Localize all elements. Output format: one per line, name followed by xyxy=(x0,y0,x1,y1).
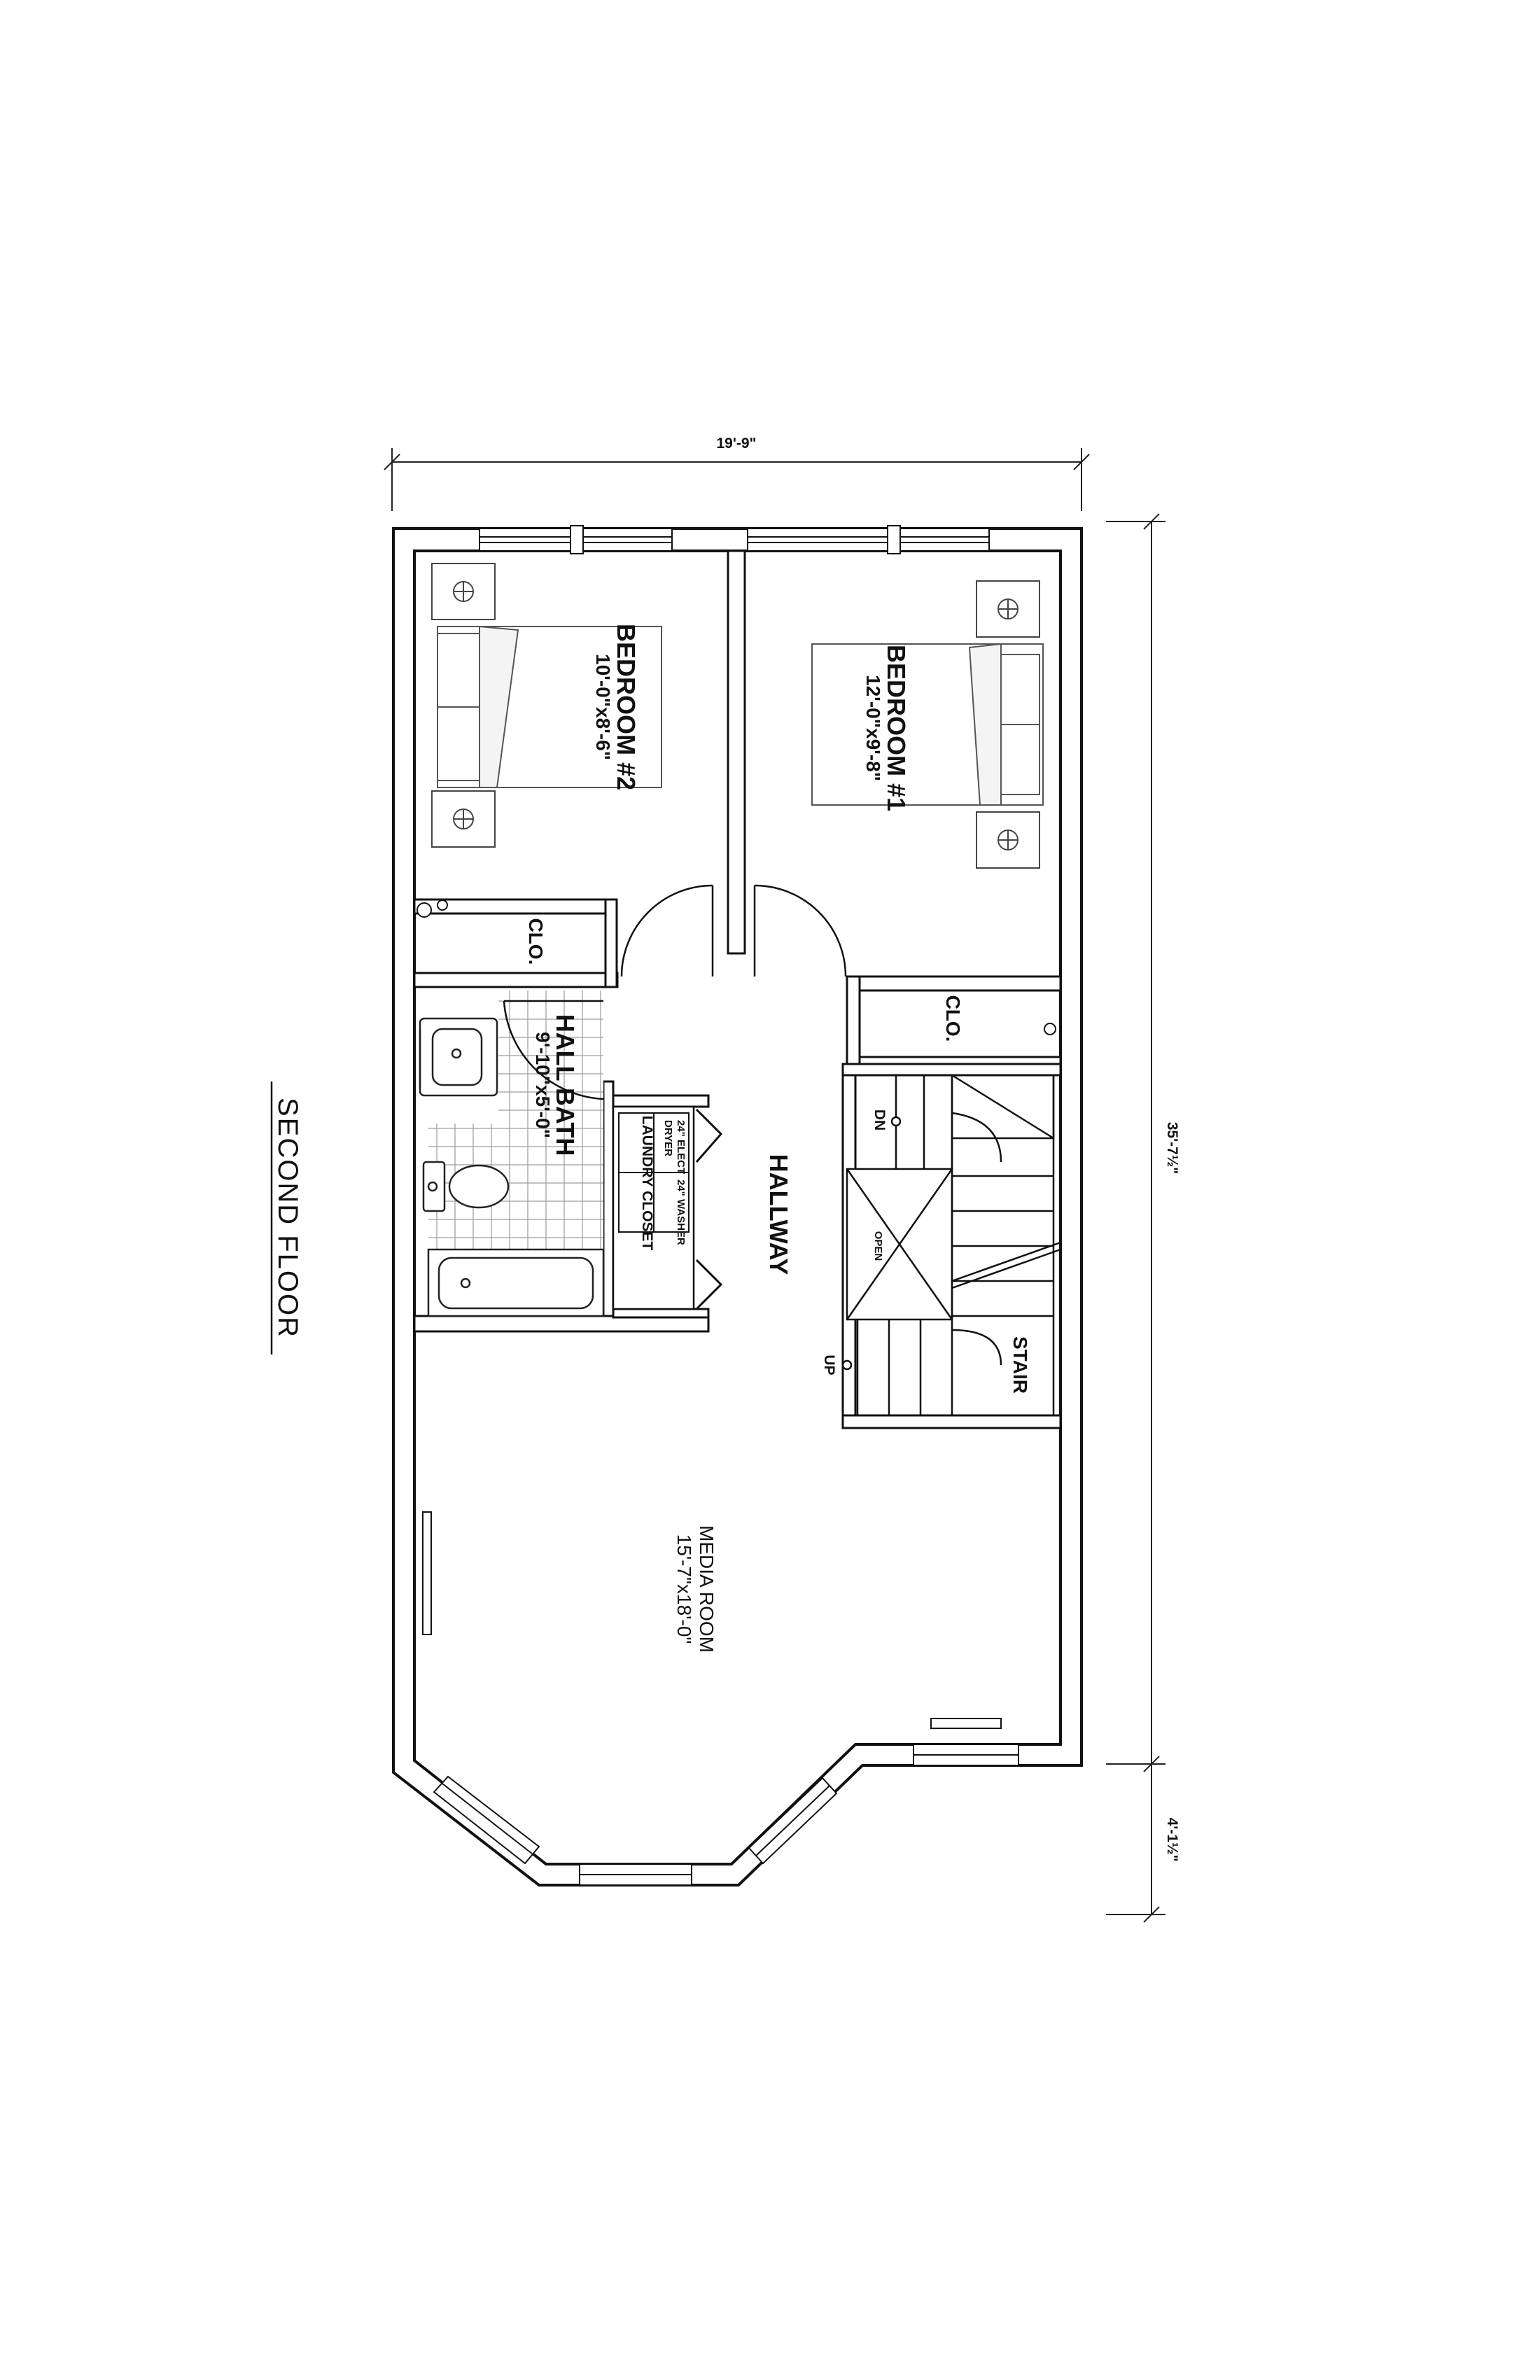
bedroom-2-name: BEDROOM #2 xyxy=(612,624,640,790)
media-room-size: 15'-7"x18'-0" xyxy=(673,1534,695,1644)
bedroom-1-size: 12'-0"x9'-8" xyxy=(862,675,884,781)
depth-dimension xyxy=(1106,513,1166,1923)
toilet-icon xyxy=(422,1161,510,1212)
bedroom-2-size: 10'-0"x8'-6" xyxy=(592,654,614,760)
bed-icon xyxy=(437,625,662,788)
interior-walls xyxy=(413,550,1062,1429)
bedroom-1: BEDROOM #1 12'-0"x9'-8" xyxy=(811,580,1044,869)
closet-bedroom-2: CLO. xyxy=(416,899,547,965)
closet-b-label: CLO. xyxy=(942,995,964,1042)
media-room: MEDIA ROOM 15'-7"x18'-0" xyxy=(673,1525,1002,1729)
width-dimension xyxy=(384,448,1090,511)
hall-bath: HALL BATH 9'-10"x5'-0" xyxy=(419,990,605,1317)
sink-icon xyxy=(419,1017,498,1097)
window-top-left xyxy=(479,525,673,554)
stair xyxy=(841,1074,1061,1415)
stair-open-label: OPEN xyxy=(872,1231,884,1261)
stair-label: STAIR xyxy=(1009,1336,1031,1394)
stair-down-label: DN xyxy=(872,1110,888,1130)
laundry-closet-label: LAUNDRY CLOSET xyxy=(639,1116,655,1251)
hall-bath-name: HALL BATH xyxy=(551,1014,580,1156)
hallway-label: HALLWAY xyxy=(764,1154,793,1275)
closet-bedroom-1: CLO. xyxy=(942,995,1056,1042)
stair-up-label: UP xyxy=(821,1354,837,1375)
nightstand-icon xyxy=(431,563,496,620)
bedroom-1-name: BEDROOM #1 xyxy=(882,645,911,811)
width-dimension-label: 19'-9" xyxy=(717,435,757,451)
bed-icon xyxy=(811,643,1044,806)
bath-door xyxy=(503,1000,604,1100)
bay-window-right xyxy=(748,1777,838,1865)
laundry-bifold-doors xyxy=(695,1108,723,1310)
washer-label: 24" WASHER xyxy=(675,1180,687,1245)
nightstand-icon xyxy=(976,811,1040,869)
window-top-right xyxy=(747,525,990,554)
window-media-right xyxy=(913,1744,1019,1766)
bay-window-center xyxy=(579,1863,692,1886)
nightstand-icon xyxy=(431,790,496,848)
hall-bath-size: 9'-10"x5'-0" xyxy=(532,1032,554,1138)
bedroom-2-door xyxy=(620,884,714,977)
dryer-label-line1: 24" ELECT xyxy=(675,1120,687,1174)
closet-a-label: CLO. xyxy=(525,918,547,965)
window-media-left xyxy=(422,1511,432,1635)
bathtub-icon xyxy=(427,1248,605,1317)
media-room-name: MEDIA ROOM xyxy=(696,1525,718,1653)
bay-window-left xyxy=(433,1775,540,1865)
bedroom-1-door xyxy=(753,884,847,977)
depth-bay-label: 4'-1½" xyxy=(1164,1818,1180,1862)
laundry-closet: 24" ELECT DRYER 24" WASHER LAUNDRY CLOSE… xyxy=(612,1105,723,1310)
depth-main-label: 35'-7½" xyxy=(1164,1122,1180,1175)
nightstand-icon xyxy=(976,580,1040,638)
dryer-label-line2: DRYER xyxy=(662,1120,674,1156)
plan-title: SECOND FLOOR xyxy=(270,1082,303,1354)
bedroom-2: BEDROOM #2 10'-0"x8'-6" xyxy=(431,563,662,848)
plan-title-text: SECOND FLOOR xyxy=(272,1098,303,1338)
